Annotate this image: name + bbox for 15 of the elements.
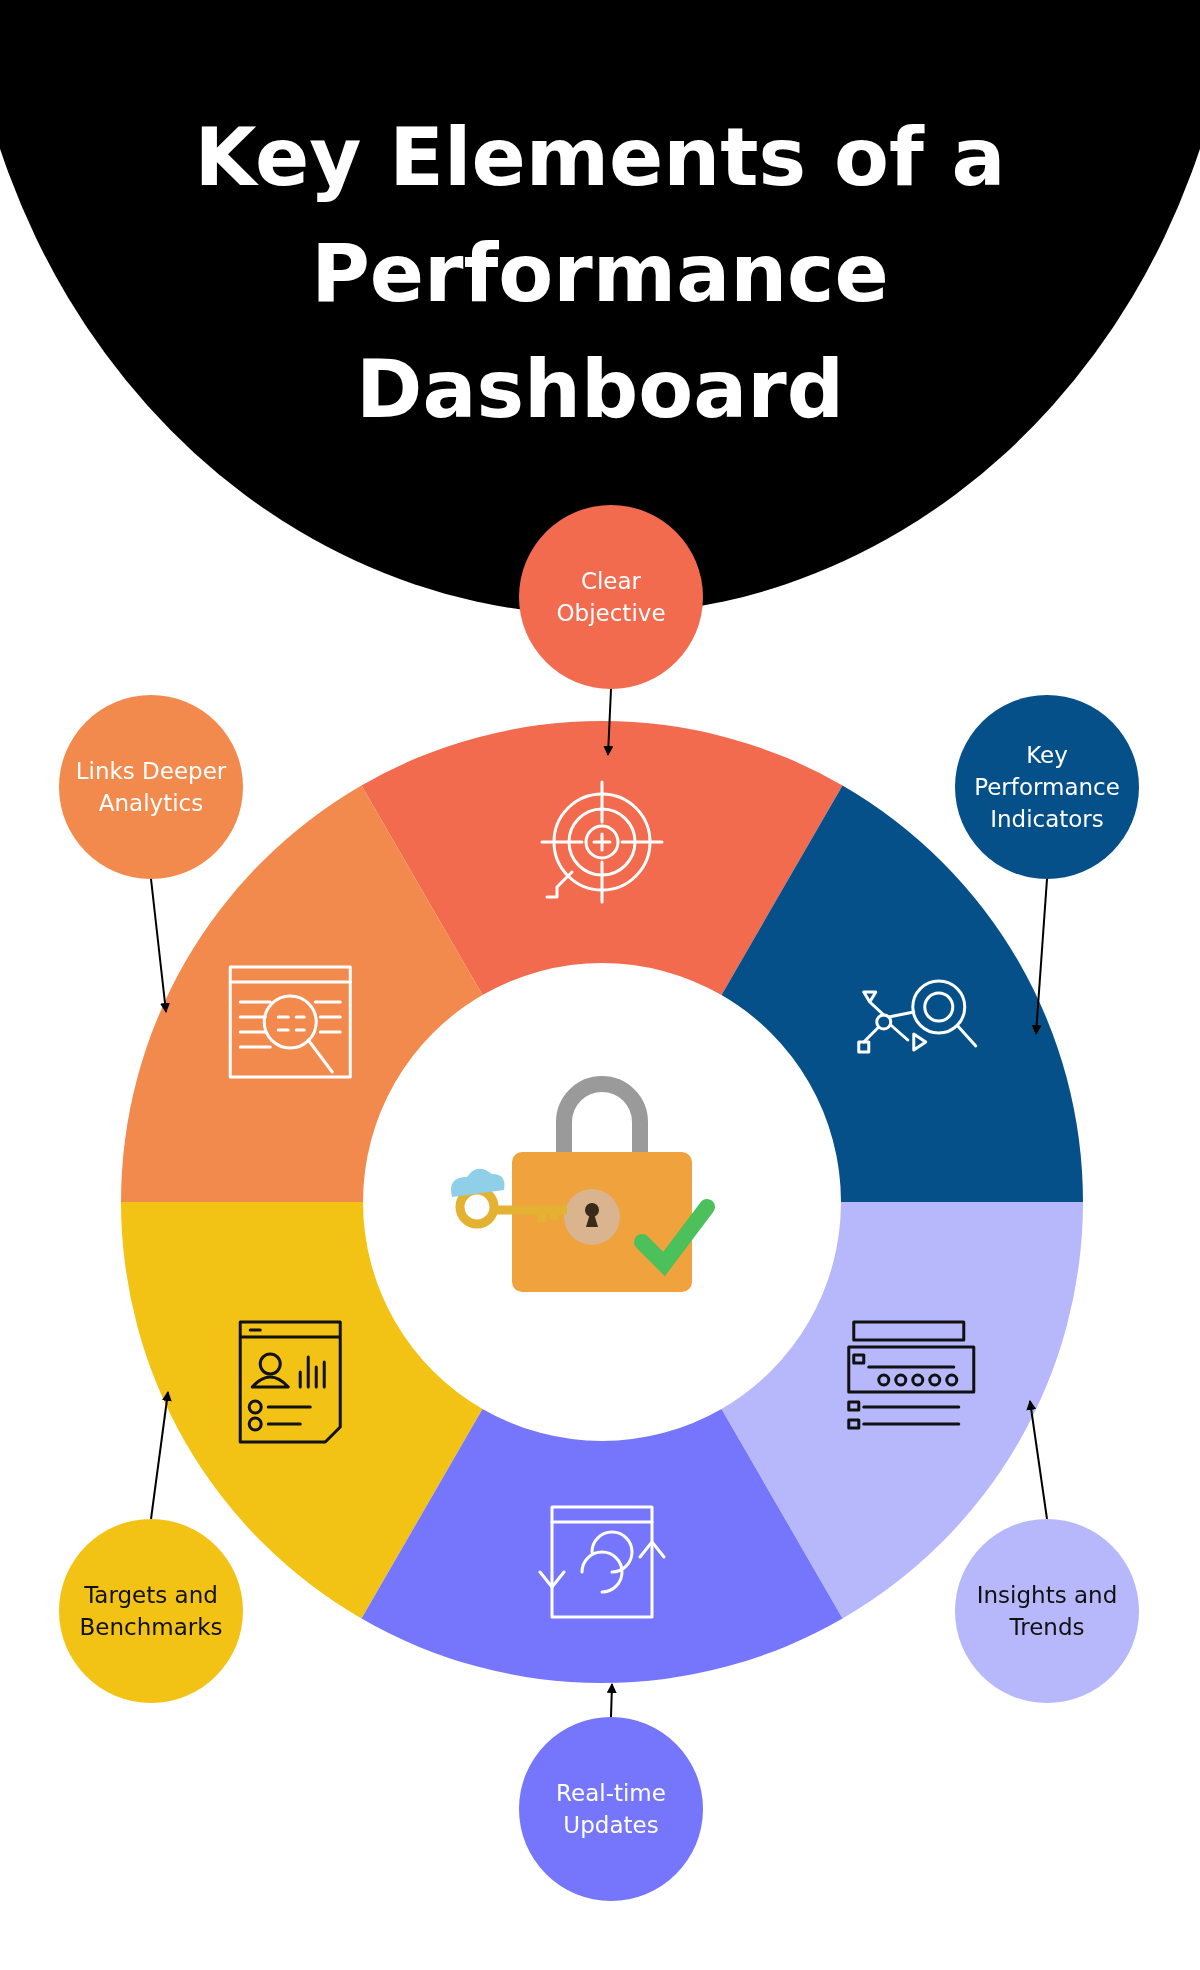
topic-label: Real-time Updates [555, 1779, 667, 1840]
arrow [150, 1391, 172, 1520]
arrow [1026, 1400, 1048, 1520]
arrow [603, 688, 614, 756]
arrow [1031, 878, 1048, 1035]
topic-label: Targets and Benchmarks [78, 1581, 224, 1642]
topic-label: Key Performance Indicators [973, 741, 1121, 834]
donut-segment [361, 1409, 843, 1683]
title: Key Elements of a Performance Dashboard [193, 110, 1007, 438]
topic-label: Insights and Trends [975, 1581, 1119, 1642]
donut-segment [361, 721, 843, 995]
arrow [606, 1683, 617, 1718]
topic-label: Clear Objective [555, 567, 667, 628]
arrow [150, 878, 170, 1013]
topic-label: Links Deeper Analytics [74, 757, 228, 818]
